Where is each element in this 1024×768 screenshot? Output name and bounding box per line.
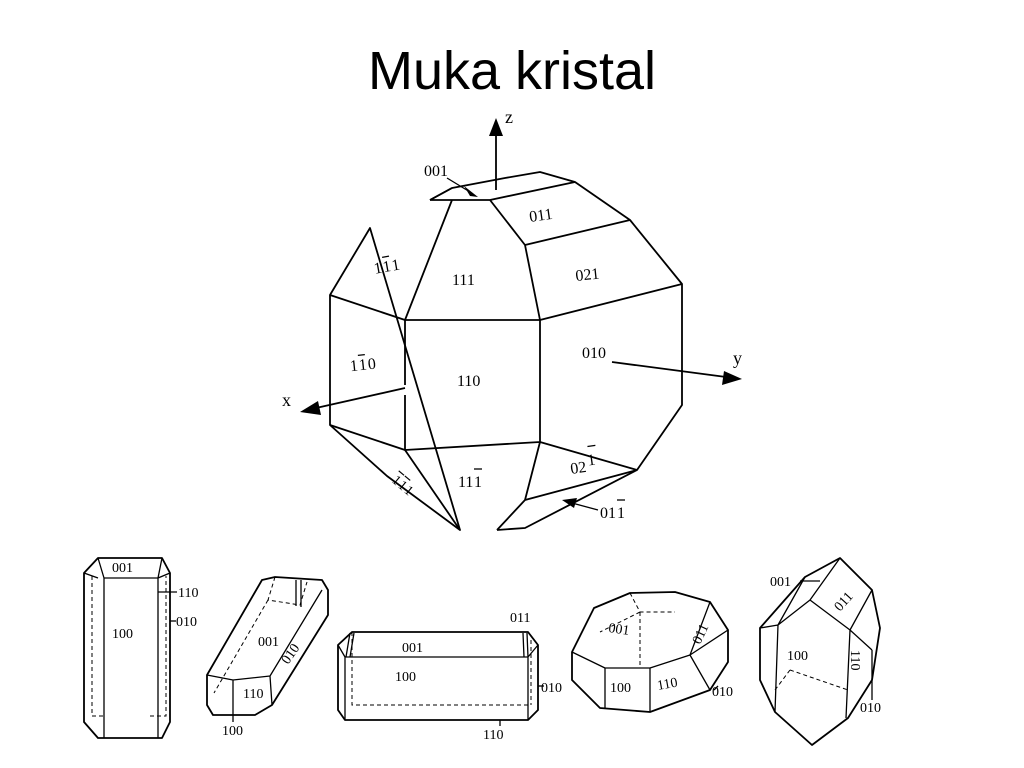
face-label-02-1: 02 1 <box>569 444 597 478</box>
face-label-111: 111 <box>452 272 475 289</box>
face-label-011: 011 <box>528 206 554 226</box>
svg-text:0: 0 <box>367 356 377 374</box>
sc2-label-1: 010 <box>279 641 303 667</box>
axis-z-label: z <box>505 107 513 127</box>
main-crystal: z y x 001 011 <box>282 107 742 531</box>
axis-y-label: y <box>733 348 742 368</box>
sc3-label-1: 001 <box>402 641 423 656</box>
sc4-label-3: 110 <box>656 676 679 694</box>
small-crystal-4: 001 011 100 110 010 <box>571 591 733 713</box>
face-label-1-10: 1 1 0 <box>349 353 377 375</box>
small-crystal-1: 001 110 010 100 <box>83 557 198 739</box>
sc1-label-0: 001 <box>112 561 133 576</box>
face-label-1-11: 1 1 1 <box>373 255 401 278</box>
svg-text:1: 1 <box>617 505 625 522</box>
sc5-label-0: 001 <box>770 575 791 590</box>
sc4-label-0: 001 <box>607 621 630 639</box>
svg-text:11: 11 <box>458 474 473 491</box>
sc3-label-3: 010 <box>541 681 562 696</box>
sc1-label-3: 100 <box>112 627 133 642</box>
face-label-010: 010 <box>582 345 606 362</box>
leader-001 <box>446 177 478 197</box>
svg-text:1: 1 <box>358 357 368 375</box>
axis-z: z <box>489 107 513 190</box>
face-label-11-1: 11 1 <box>458 468 482 491</box>
sc2-label-2: 110 <box>243 687 263 702</box>
lower-face-edges <box>404 441 638 531</box>
sc4-label-4: 010 <box>712 685 733 700</box>
face-label-021: 021 <box>575 266 601 285</box>
svg-text:1: 1 <box>390 257 401 275</box>
leader-01-1 <box>562 498 599 511</box>
small-crystal-5: 001 011 100 110 010 <box>759 557 881 746</box>
sc3-label-4: 110 <box>483 728 503 743</box>
svg-text:1: 1 <box>474 474 482 491</box>
face-label-110: 110 <box>457 373 480 390</box>
face-label-01-1: 01 1 <box>600 499 625 522</box>
top-face-edges <box>404 181 631 321</box>
axis-x-label: x <box>282 390 291 410</box>
sc3-label-0: 011 <box>510 611 530 626</box>
svg-text:1: 1 <box>586 452 596 470</box>
svg-text:01: 01 <box>600 505 616 522</box>
svg-text:02: 02 <box>569 459 587 478</box>
small-crystal-3: 011 001 100 010 110 <box>337 611 562 743</box>
small-crystal-2: 001 010 110 100 <box>206 576 329 739</box>
sc4-label-2: 100 <box>610 681 631 696</box>
slide-title: Muka kristal <box>367 41 657 101</box>
sc1-label-2: 010 <box>176 615 197 630</box>
sc5-label-2: 100 <box>787 649 808 664</box>
sc3-label-2: 100 <box>395 670 416 685</box>
axis-x: x <box>282 387 406 415</box>
main-crystal-outline <box>329 171 683 531</box>
face-label-001: 001 <box>424 163 448 180</box>
svg-text:1: 1 <box>349 357 359 375</box>
sc2-label-3: 100 <box>222 724 243 739</box>
svg-text:1: 1 <box>373 260 384 278</box>
sc2-label-0: 001 <box>258 635 279 650</box>
sc1-label-1: 110 <box>178 586 198 601</box>
svg-text:1: 1 <box>381 258 392 276</box>
sc5-label-3: 110 <box>847 650 862 670</box>
axis-y: y <box>611 348 742 385</box>
sc5-label-4: 010 <box>860 701 881 716</box>
sc5-label-1: 011 <box>832 589 857 614</box>
middle-belt-edges <box>329 283 683 471</box>
